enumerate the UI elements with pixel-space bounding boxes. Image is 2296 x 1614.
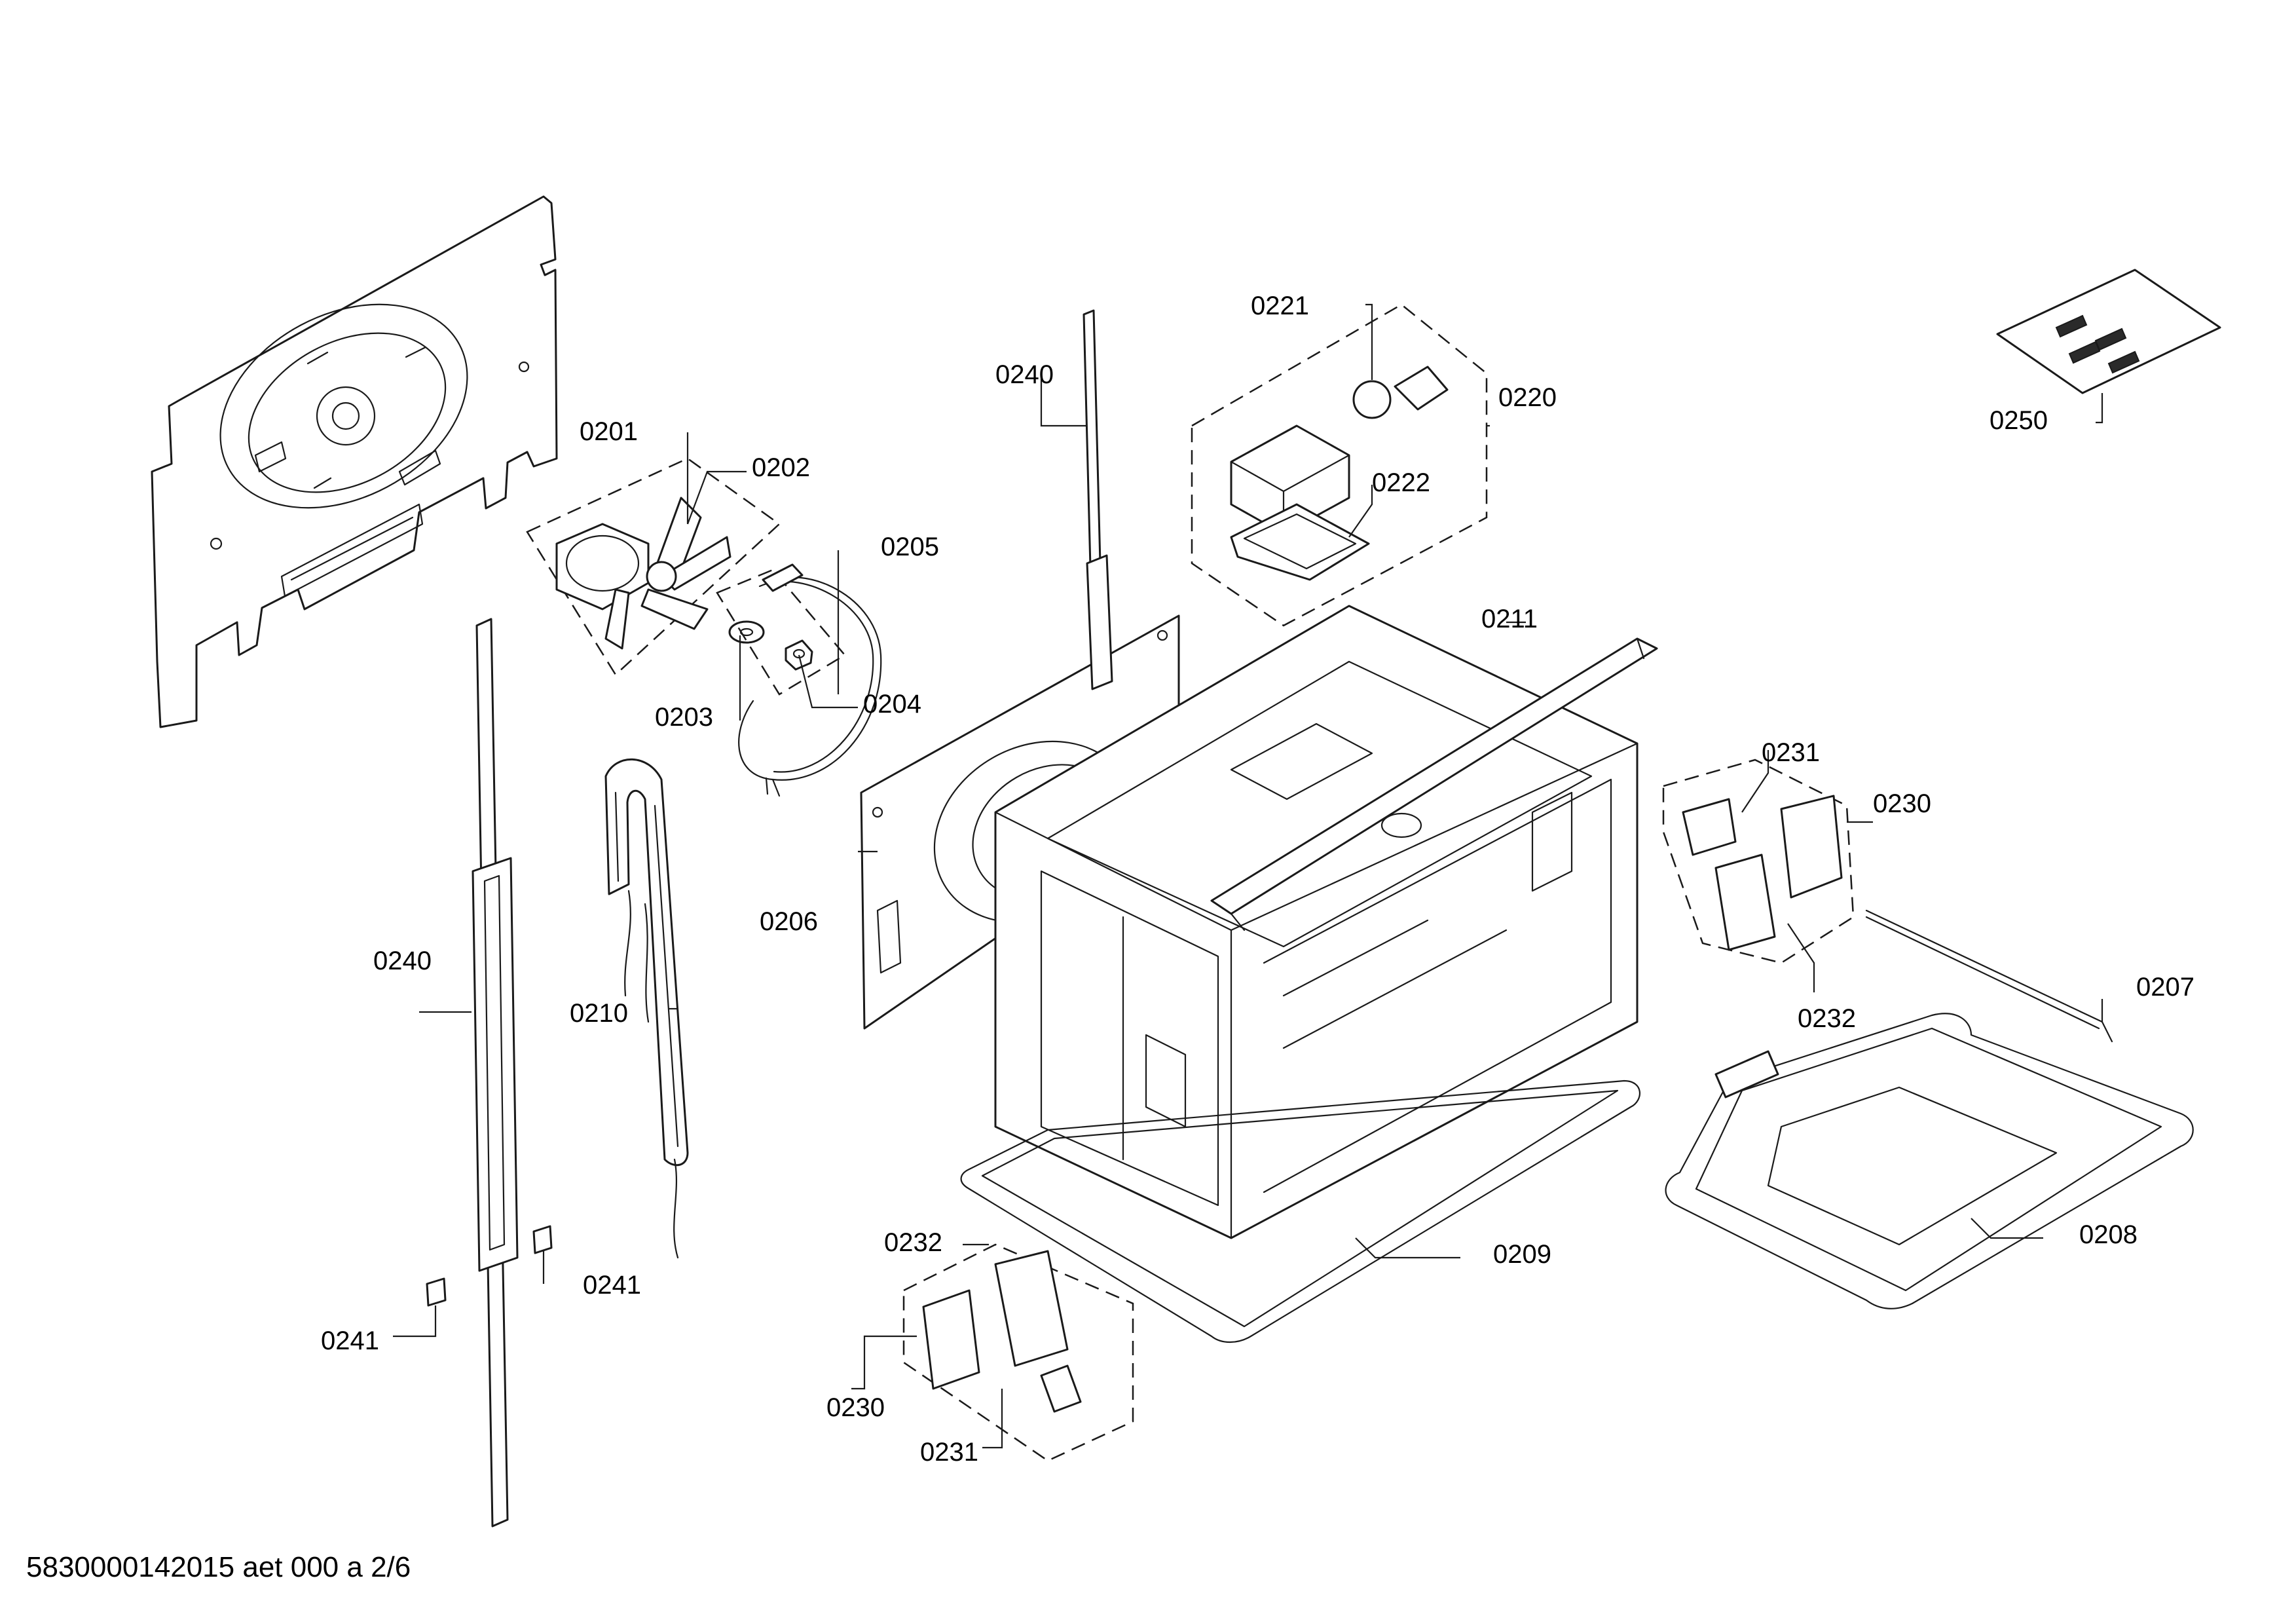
callout-0241-center: 0241 — [583, 1271, 641, 1300]
callout-0208: 0208 — [2079, 1220, 2138, 1249]
callout-0211: 0211 — [1481, 605, 1538, 633]
callout-0220: 0220 — [1498, 383, 1557, 412]
washer-and-nut — [728, 620, 813, 671]
hardware-kit — [1996, 269, 2221, 394]
callout-0210: 0210 — [570, 999, 628, 1028]
side-rail-long — [472, 618, 519, 1528]
leader-lines — [393, 303, 2103, 1449]
oven-cavity — [994, 605, 1639, 1239]
callout-0232-right: 0232 — [1798, 1004, 1856, 1033]
grill-element — [1665, 909, 2194, 1309]
callout-0207: 0207 — [2136, 973, 2194, 1002]
callout-0203: 0203 — [655, 703, 713, 732]
side-heater — [604, 758, 689, 1259]
callout-0202: 0202 — [752, 453, 810, 482]
callout-0250: 0250 — [1990, 406, 2048, 435]
callout-0206: 0206 — [760, 907, 818, 936]
callout-0230-bottom: 0230 — [826, 1393, 885, 1422]
side-rail-top — [1083, 309, 1113, 690]
top-frame-rail — [1210, 637, 1658, 931]
callout-0201: 0201 — [580, 417, 638, 446]
switch-group-bottom — [902, 1243, 1134, 1462]
callout-0231-right: 0231 — [1762, 738, 1820, 767]
clips — [426, 1225, 553, 1307]
callout-0204: 0204 — [863, 690, 921, 719]
callout-0221: 0221 — [1251, 291, 1309, 320]
bottom-seal — [960, 1079, 1640, 1343]
callout-0222: 0222 — [1372, 468, 1430, 497]
callout-0240-left: 0240 — [373, 947, 432, 975]
callout-0241-left: 0241 — [321, 1326, 379, 1355]
document-code: 5830000142015 aet 000 a 2/6 — [26, 1551, 411, 1583]
switch-group-right — [1662, 759, 1855, 964]
fan-motor-group — [526, 457, 781, 676]
callout-0205: 0205 — [881, 533, 939, 561]
callout-0232-bottom: 0232 — [884, 1228, 942, 1257]
callout-0240-top: 0240 — [995, 360, 1054, 389]
callout-0209: 0209 — [1493, 1240, 1551, 1269]
ring-heater — [716, 563, 882, 797]
back-panel — [151, 195, 558, 728]
lamp-group — [1191, 303, 1488, 627]
callout-0231-bottom: 0231 — [920, 1438, 978, 1467]
callout-labels: 0201 0202 0203 0204 0205 0206 0207 0208 … — [321, 291, 2194, 1467]
callout-0230-right: 0230 — [1873, 789, 1931, 818]
